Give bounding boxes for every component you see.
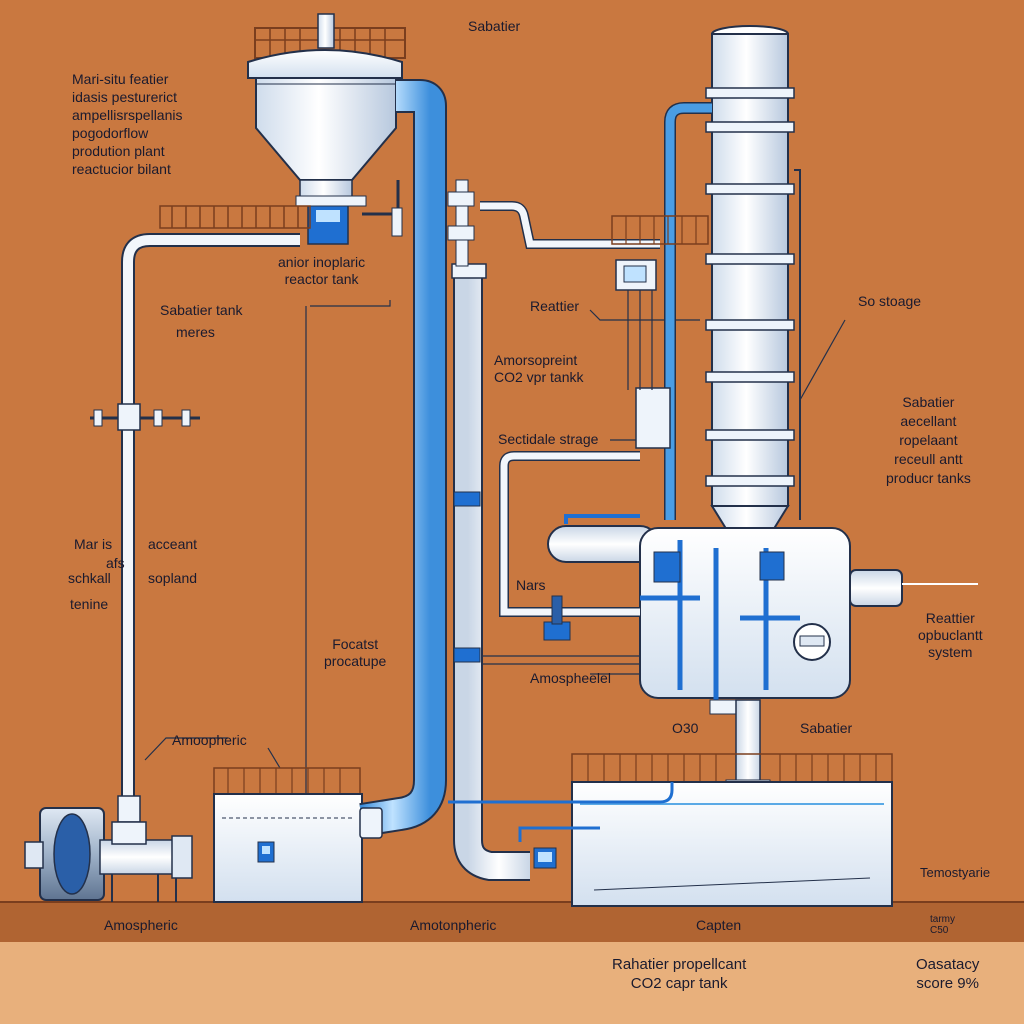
label-small-br: tarmy C50 xyxy=(930,914,955,936)
ground-strip xyxy=(0,902,1024,942)
label-nars: Nars xyxy=(516,577,546,593)
hopper-reactor xyxy=(247,13,406,245)
label-sopland: sopland xyxy=(148,570,198,586)
label-tenine: tenine xyxy=(70,596,109,612)
label-sectidale: Sectidale strage xyxy=(498,431,599,447)
label-amoopheric: Amoopheric xyxy=(172,732,247,748)
upper-transfer-piping xyxy=(362,180,660,249)
label-schkall: schkall xyxy=(68,570,111,586)
label-temostyarie: Temostyarie xyxy=(920,865,991,880)
connector-lines xyxy=(144,300,846,798)
sabatier-column xyxy=(664,25,801,549)
label-reattier-system: Reattier opbuclantt system xyxy=(918,610,983,660)
label-oasatacy: Oasatacy score 9% xyxy=(916,956,980,992)
label-capten: Capten xyxy=(696,917,742,933)
label-afs: afs xyxy=(106,555,125,571)
label-top-title: Sabatier xyxy=(468,18,521,34)
label-so-stoage: So stoage xyxy=(858,293,922,309)
blue-riser-pipe xyxy=(359,79,447,839)
label-amorsopreint: Amorsopreint CO2 vpr tankk xyxy=(494,352,584,385)
mid-storage-tank xyxy=(213,767,363,903)
bottom-band xyxy=(0,942,1024,1024)
label-hopper-caption: anior inoplaric reactor tank xyxy=(278,254,366,287)
white-transfer-column xyxy=(447,179,530,881)
label-amospheric-bottom: Amospheric xyxy=(104,917,178,933)
label-acceant: acceant xyxy=(148,536,198,552)
label-amospheelel: Amospheelel xyxy=(530,670,611,686)
label-focatst: Focatst procatupe xyxy=(324,636,387,669)
reactor-vessel xyxy=(499,451,978,715)
label-rahatier: Rahatier propellcant CO2 capr tank xyxy=(612,956,747,992)
capture-tank xyxy=(448,753,893,907)
label-top-left-block: Mari-situ featier idasis pesturerict amp… xyxy=(72,71,183,177)
label-amotonpheric: Amotonpheric xyxy=(410,917,497,933)
label-sabatier-mid: Sabatier xyxy=(800,720,853,736)
label-right-block: Sabatier aecellant ropelaant receull ant… xyxy=(886,394,971,486)
label-reattier: Reattier xyxy=(530,298,580,314)
feed-pump xyxy=(24,807,193,902)
label-sabatier-tank: Sabatier tank xyxy=(160,302,243,318)
label-mar-is: Mar is xyxy=(74,536,113,552)
label-meres: meres xyxy=(176,324,215,340)
left-feed-pipe xyxy=(90,233,300,823)
label-o30: O30 xyxy=(672,720,699,736)
left-platform-railing xyxy=(159,205,311,229)
column-left-platform xyxy=(611,215,709,449)
